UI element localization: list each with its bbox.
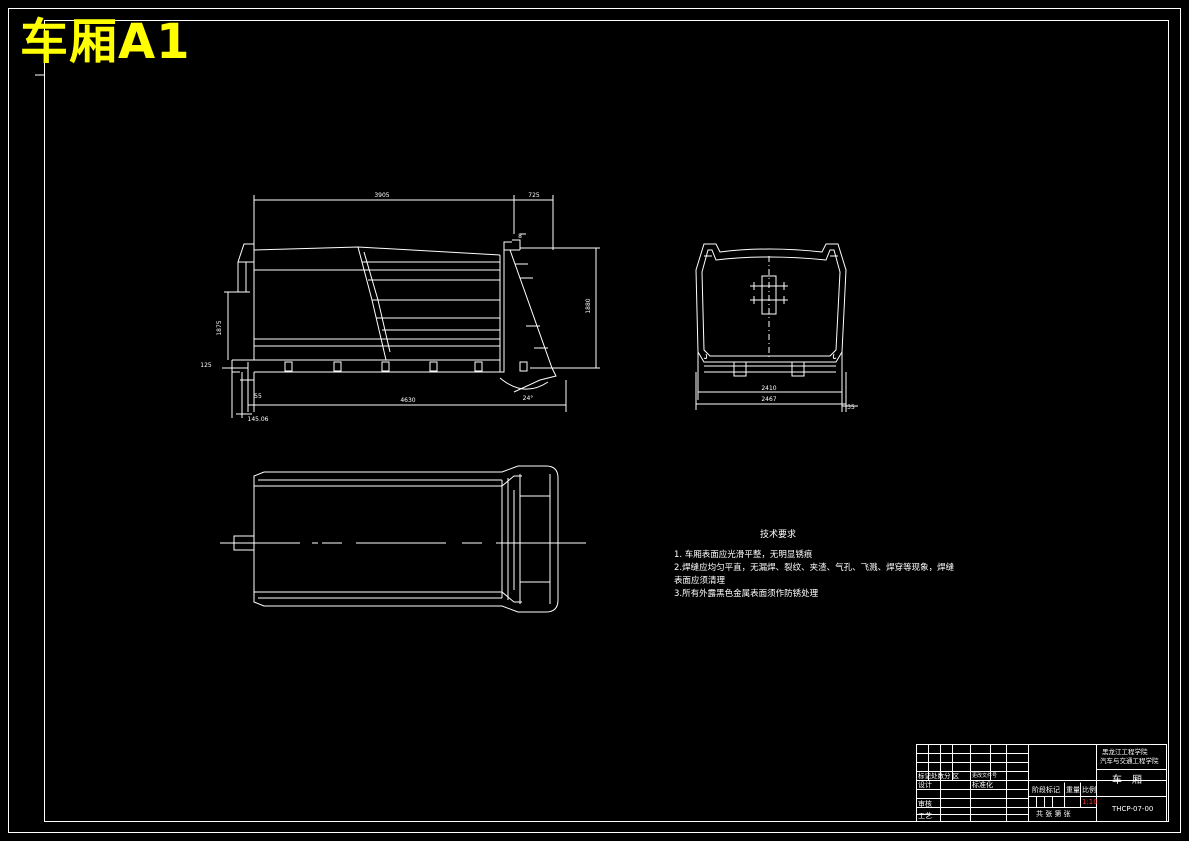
stage-label: 阶段标记 (1032, 786, 1060, 794)
dim-right-height: 1880 (585, 298, 592, 313)
title-block-lines (916, 744, 1167, 822)
dim-angle: 24° (523, 395, 534, 402)
dim-bottom-length: 4630 (400, 397, 415, 404)
top-view (220, 465, 586, 613)
end-view (695, 243, 858, 412)
dim-top-overhang: 725 (528, 192, 540, 199)
dim-small-top: 8 (518, 233, 522, 240)
scale-value: 1:10 (1082, 798, 1098, 806)
process-label: 工艺 (918, 812, 932, 820)
dim-left-height: 1875 (216, 320, 223, 335)
dim-bottom-offset: 55 (254, 393, 262, 400)
dim-end-width-inner: 2410 (761, 385, 776, 392)
tech-requirement-item: 表面应须清理 (674, 576, 726, 586)
tech-requirement-item: 2.焊缝应均匀平直，无漏焊、裂纹、夹渣、气孔、飞溅、焊穿等现象，焊缝 (674, 563, 955, 573)
design-label: 设计 (918, 781, 932, 789)
standard-label: 标准化 (972, 781, 993, 789)
drawing-number: THCP-07-00 (1112, 805, 1154, 813)
tech-requirements-title: 技术要求 (760, 530, 797, 540)
sheet-title: 车厢A1 (20, 14, 191, 70)
part-name: 车 厢 (1112, 775, 1142, 786)
weight-label: 重量 (1066, 786, 1080, 794)
dim-left-base: 125 (200, 362, 212, 369)
dim-bottom-left: 145.06 (248, 416, 269, 423)
side-view (222, 195, 600, 418)
dim-end-right: 35 (847, 404, 855, 411)
outer-frame (8, 8, 1181, 833)
school-name-line1: 黑龙江工程学院 (1102, 748, 1148, 756)
sheet-count: 共 张 第 张 (1036, 810, 1071, 818)
school-name-line2: 汽车与交通工程学院 (1100, 757, 1159, 765)
dim-top-length: 3905 (374, 192, 389, 199)
tech-requirement-item: 1. 车厢表面应光滑平整，无明显锈痕 (674, 550, 813, 560)
dim-end-width-outer: 2467 (761, 396, 776, 403)
scale-label: 比例 (1082, 786, 1096, 794)
mark-label: 标记处数分 区 (918, 772, 960, 780)
change-label: 更改文件号 (972, 773, 998, 779)
review-label: 审核 (918, 800, 932, 808)
inner-frame (44, 20, 1169, 822)
tech-requirement-item: 3.所有外露黑色金属表面须作防锈处理 (674, 589, 819, 599)
